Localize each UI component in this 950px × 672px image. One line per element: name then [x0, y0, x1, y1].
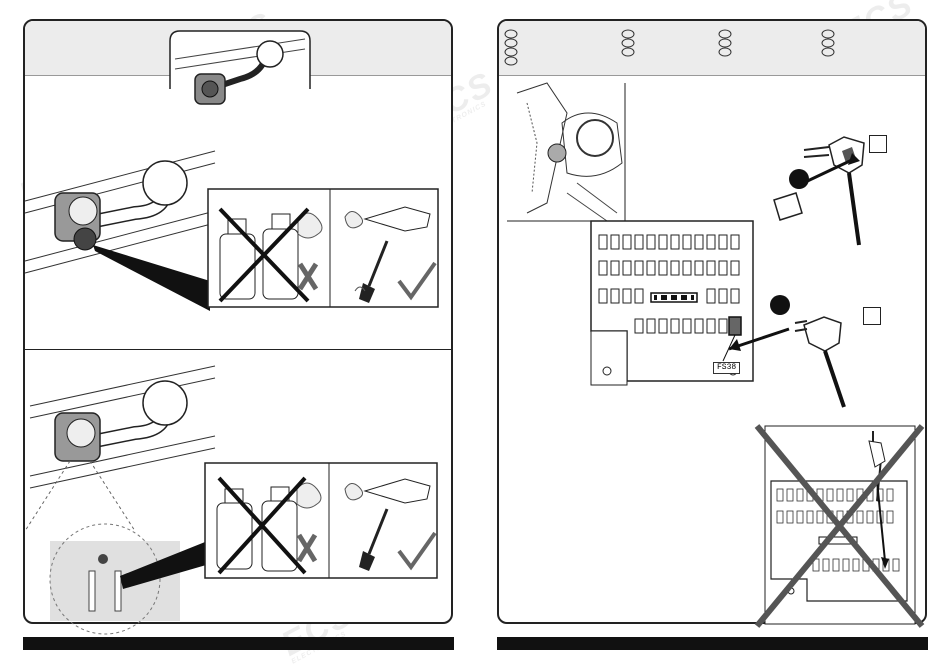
header-ovals — [503, 29, 833, 69]
footer-bar — [23, 637, 454, 650]
left-page — [23, 19, 453, 624]
fuse-icon — [729, 297, 869, 397]
check-mark-icon — [397, 261, 437, 301]
brush-icon — [355, 509, 395, 574]
check-mark-icon — [397, 531, 437, 571]
brush-icon — [355, 241, 395, 306]
footer-bar — [497, 637, 928, 650]
right-page: FS38 — [497, 19, 927, 624]
section-divider — [25, 349, 451, 350]
cross-out-icon — [757, 411, 922, 626]
fuse-icon — [774, 125, 884, 245]
tow-ball-socket-icon — [25, 141, 225, 311]
car-interior-icon — [507, 83, 627, 223]
tow-ball-socket-icon — [170, 29, 310, 124]
tow-ball-socket-icon — [25, 361, 225, 601]
